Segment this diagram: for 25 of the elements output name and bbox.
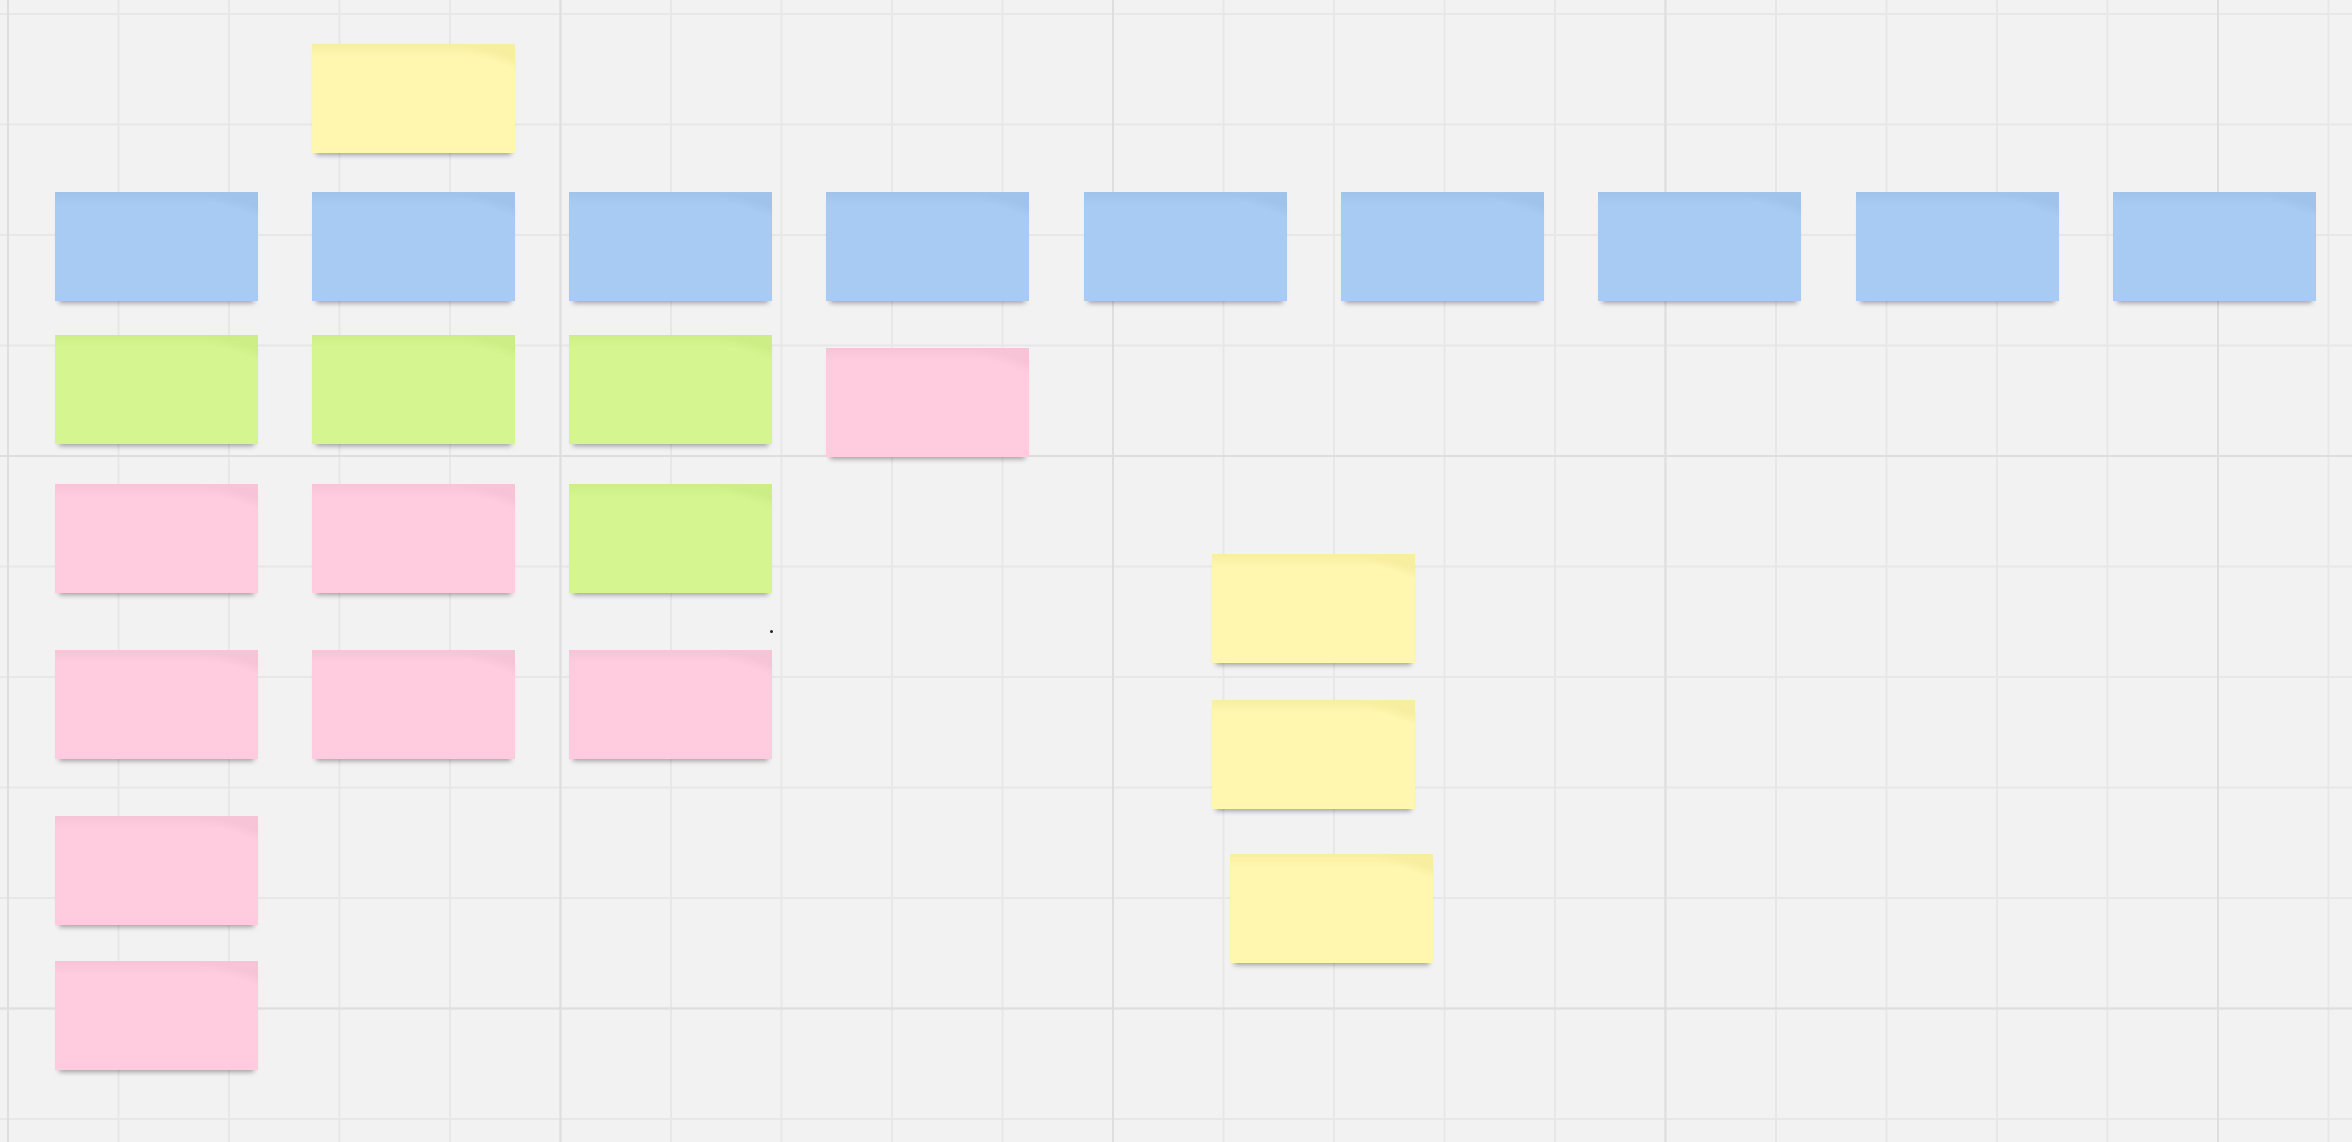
sticky-note (569, 650, 772, 759)
sticky-note (1856, 192, 2059, 301)
sticky-note (55, 961, 258, 1070)
sticky-note (1598, 192, 1801, 301)
sticky-note (1084, 192, 1287, 301)
sticky-note (569, 192, 772, 301)
sticky-note (312, 650, 515, 759)
sticky-note (312, 192, 515, 301)
sticky-note (826, 192, 1029, 301)
sticky-note (1230, 854, 1433, 963)
sticky-note (312, 44, 515, 153)
sticky-note (312, 335, 515, 444)
sticky-note (312, 484, 515, 593)
sticky-note (1212, 700, 1415, 809)
sticky-note (55, 816, 258, 925)
sticky-note (1341, 192, 1544, 301)
sticky-note (826, 348, 1029, 457)
sticky-note (569, 484, 772, 593)
sticky-note (55, 484, 258, 593)
sticky-note (55, 650, 258, 759)
sticky-note (55, 335, 258, 444)
sticky-note (569, 335, 772, 444)
sticky-note (1212, 554, 1415, 663)
sticky-note (55, 192, 258, 301)
sticky-note (2113, 192, 2316, 301)
